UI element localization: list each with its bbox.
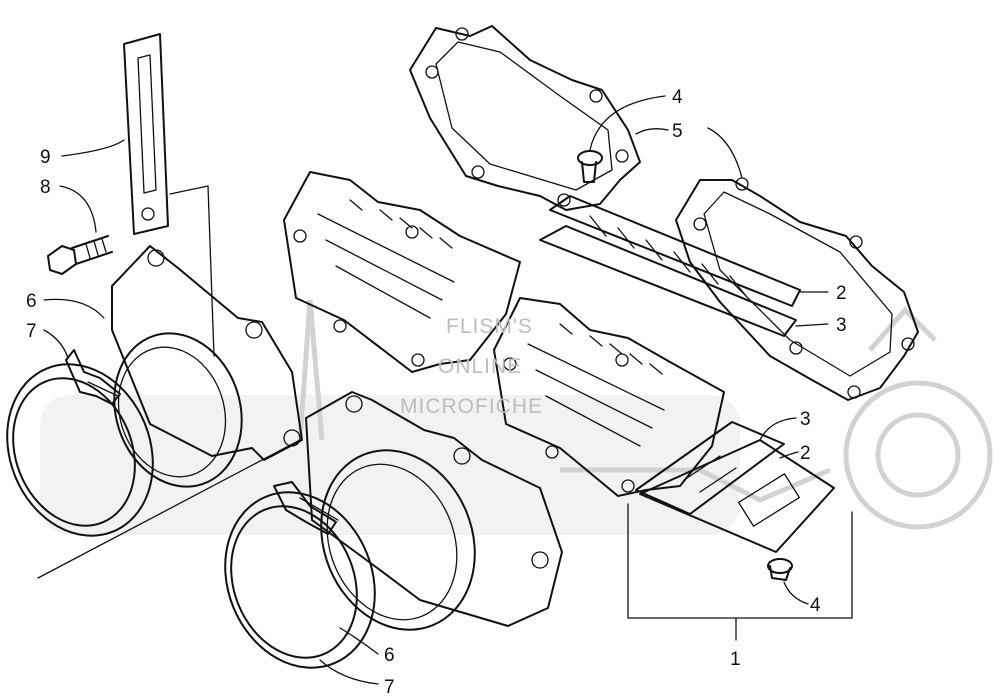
- callout-7-left: 7: [26, 321, 37, 342]
- callout-4-top: 4: [672, 87, 683, 108]
- part-6-intake-boot-right: [305, 391, 563, 631]
- callouts: 9 8 6 7 4 5 2 3 3 2 4 6 7 1: [26, 87, 847, 698]
- part-2-3-reed-set-lower: [635, 421, 835, 553]
- part-7-clamp-left: [6, 349, 154, 537]
- watermark-text: FLISM'S ONLINE MICROFICHE: [400, 315, 543, 418]
- callout-6-left: 6: [26, 291, 37, 312]
- part-7-clamp-right: [224, 481, 376, 669]
- part-2-3-reed-set-upper: [539, 195, 801, 337]
- part-9-bracket: [123, 33, 169, 235]
- callout-5: 5: [672, 121, 683, 142]
- callout-9: 9: [40, 147, 51, 168]
- part-5-gasket-upper: [409, 25, 641, 211]
- callout-8: 8: [40, 177, 51, 198]
- watermark-line-1: FLISM'S: [446, 315, 533, 338]
- callout-7-right: 7: [384, 677, 395, 698]
- watermark-line-3: MICROFICHE: [400, 395, 543, 418]
- leader-lines: [43, 95, 853, 685]
- callout-2-lower: 2: [800, 443, 811, 464]
- reference-lines: [37, 185, 301, 579]
- callout-2-upper: 2: [836, 283, 847, 304]
- callout-3-lower: 3: [800, 409, 811, 430]
- callout-6-right: 6: [384, 645, 395, 666]
- part-4-screw-lower: [767, 558, 793, 581]
- callout-4-lower: 4: [810, 595, 821, 616]
- watermark-line-2: ONLINE: [438, 355, 522, 378]
- callout-1: 1: [730, 649, 741, 670]
- part-4-screw-upper: [577, 150, 603, 183]
- reed-cage-upper: [283, 171, 521, 373]
- reed-cage-lower: [493, 297, 725, 497]
- part-5-gasket-lower: [675, 177, 919, 401]
- part-8-bolt: [47, 235, 113, 275]
- callout-3-upper: 3: [836, 315, 847, 336]
- part-6-intake-boot-left: [111, 245, 303, 488]
